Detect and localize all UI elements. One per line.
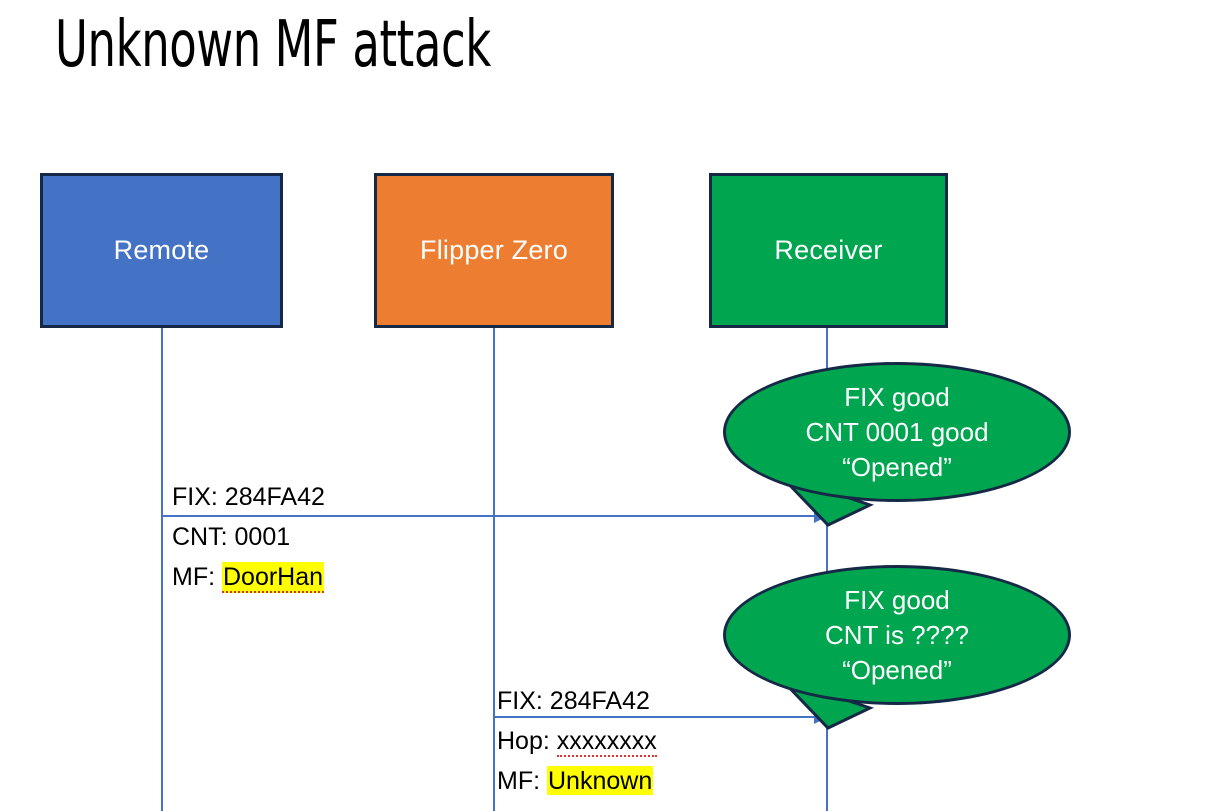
actor-box-flipper[interactable]: Flipper Zero — [374, 173, 614, 328]
bubble2-line-3: “Opened” — [842, 654, 952, 685]
message1-fix-value: 284FA42 — [224, 483, 325, 511]
actor-label-remote: Remote — [113, 235, 210, 265]
message2-hop-label: Hop: — [497, 727, 550, 755]
message2-line-fix: FIX: 284FA42 — [497, 681, 650, 721]
bubble2-line-1: FIX good — [844, 584, 950, 615]
bubble1-line-1: FIX good — [844, 381, 950, 412]
message1-mf-value: DoorHan — [222, 562, 325, 593]
lifeline-remote — [161, 328, 163, 811]
message2-mf-value: Unknown — [547, 766, 654, 795]
message2-fix-label: FIX: — [497, 687, 543, 715]
message1-cnt-value: 0001 — [234, 523, 291, 551]
message1-line-fix: FIX: 284FA42 — [172, 477, 325, 517]
message-arrow-flipper-to-receiver — [494, 716, 822, 718]
lifeline-receiver — [826, 328, 828, 811]
bubble1-line-3: “Opened” — [842, 451, 952, 482]
speech-bubble-receiver-2: FIX good CNT is ???? “Opened” — [723, 565, 1071, 705]
message-arrow-remote-to-receiver — [162, 515, 822, 517]
message2-mf-label: MF: — [497, 767, 541, 795]
page-title: Unknown MF attack — [55, 8, 491, 82]
bubble2-line-2: CNT is ???? — [824, 619, 970, 650]
message1-line-mf: MF: DoorHan — [172, 557, 325, 597]
message2-fix-value: 284FA42 — [549, 687, 650, 715]
actor-label-receiver: Receiver — [774, 235, 883, 265]
message2-line-hop: Hop: xxxxxxxx — [497, 721, 657, 761]
speech-bubble-receiver-1: FIX good CNT 0001 good “Opened” — [723, 362, 1071, 502]
lifeline-flipper — [493, 328, 495, 811]
message1-line-cnt: CNT: 0001 — [172, 517, 290, 557]
actor-box-remote[interactable]: Remote — [40, 173, 283, 328]
actor-label-flipper: Flipper Zero — [420, 235, 568, 265]
message2-hop-value: xxxxxxxx — [556, 727, 657, 757]
bubble1-line-2: CNT 0001 good — [805, 416, 989, 447]
actor-box-receiver[interactable]: Receiver — [709, 173, 948, 328]
message1-mf-label: MF: — [172, 563, 216, 591]
message1-cnt-label: CNT: — [172, 523, 228, 551]
message1-fix-label: FIX: — [172, 483, 218, 511]
message2-line-mf: MF: Unknown — [497, 761, 654, 801]
